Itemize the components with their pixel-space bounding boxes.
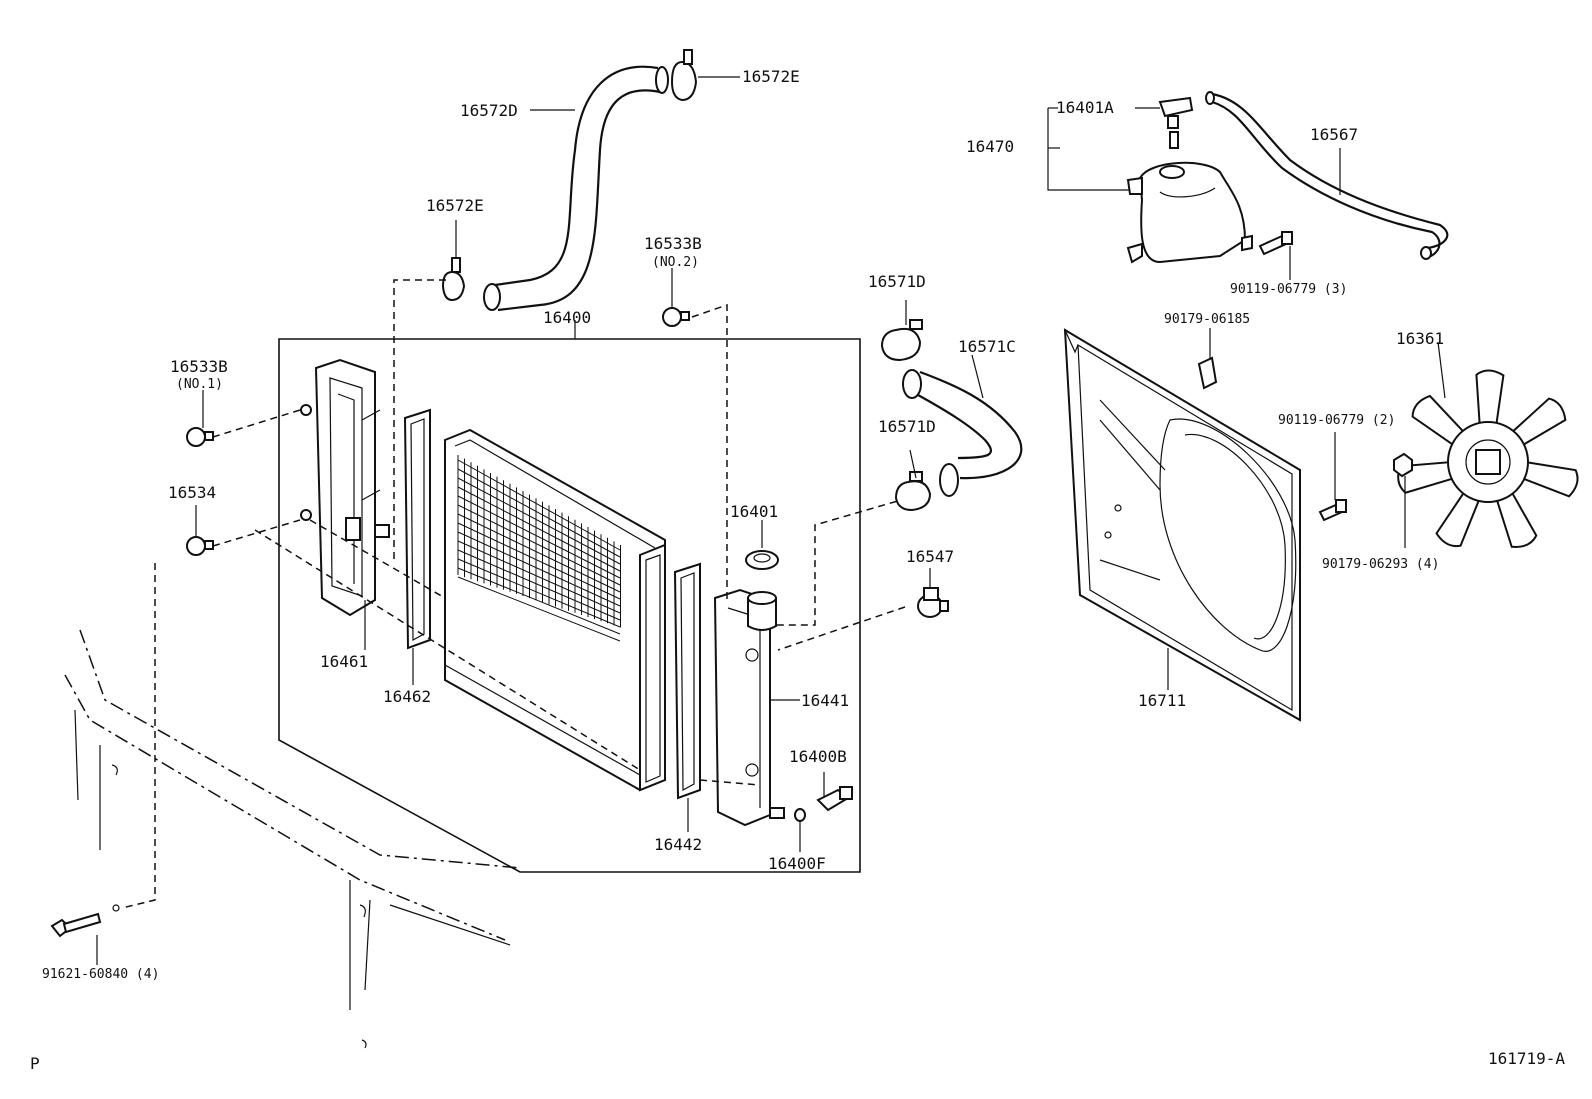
label-16441: 16441 [801, 691, 849, 710]
label-16571D-top: 16571D [868, 272, 926, 291]
radiator-left-tank[interactable] [300, 358, 390, 617]
reservoir-tank[interactable] [1126, 161, 1253, 264]
label-16400F: 16400F [768, 854, 826, 873]
label-16401A: 16401A [1056, 98, 1114, 117]
upper-hose-clamp-top[interactable] [670, 49, 698, 102]
drain-cock-o-ring[interactable] [794, 808, 806, 822]
fan-blade [1495, 490, 1538, 548]
label-16572E-top: 16572E [742, 67, 800, 86]
radiator-drain-plug[interactable] [917, 587, 949, 618]
label-16533B-no2-sub: (NO.2) [652, 255, 699, 270]
fan-nut[interactable] [1393, 452, 1413, 478]
radiator-core[interactable] [444, 428, 666, 792]
radiator-assembly-box [278, 320, 861, 873]
label-91621-60840-4: 91621-60840 (4) [42, 967, 159, 982]
radiator-cap[interactable] [745, 550, 779, 570]
cooling-fan[interactable] [1397, 369, 1579, 548]
label-16572D: 16572D [460, 101, 518, 120]
label-90179-06185: 90179-06185 [1164, 312, 1250, 327]
label-16572E-mid: 16572E [426, 196, 484, 215]
assembly-guide-lines [121, 279, 909, 909]
radiator-lower-cushion[interactable] [186, 536, 214, 556]
lower-hose-clamp-lower[interactable] [894, 471, 932, 512]
label-16470: 16470 [966, 137, 1014, 156]
label-16461: 16461 [320, 652, 368, 671]
fan-blade [1411, 394, 1466, 447]
radiator-support-cushion-no2[interactable] [662, 307, 690, 327]
label-16462: 16462 [383, 687, 431, 706]
radiator-right-tank[interactable] [713, 588, 785, 827]
label-16401: 16401 [730, 502, 778, 521]
drain-cock-plug[interactable] [816, 786, 853, 812]
label-16533B-no1: 16533B [170, 357, 228, 376]
label-16711: 16711 [1138, 691, 1186, 710]
label-16400B: 16400B [789, 747, 847, 766]
label-16567: 16567 [1310, 125, 1358, 144]
label-90119-06779-3: 90119-06779 (3) [1230, 282, 1347, 297]
radiator-left-gasket[interactable] [403, 408, 431, 650]
shroud-clip[interactable] [1197, 356, 1218, 390]
fan-blade [1521, 461, 1579, 498]
radiator-support-cushion-no1[interactable] [186, 427, 214, 447]
label-16534: 16534 [168, 483, 216, 502]
shroud-bolt[interactable] [1318, 499, 1347, 522]
label-90119-06779-2: 90119-06779 (2) [1278, 413, 1395, 428]
label-16400: 16400 [543, 308, 591, 327]
fan-shroud[interactable] [1063, 328, 1301, 722]
label-16533B-no2: 16533B [644, 234, 702, 253]
fan-blade [1435, 490, 1481, 548]
corner-mark: P [30, 1054, 40, 1073]
fan-blade [1475, 369, 1505, 426]
radiator-mounting-bolt[interactable] [50, 904, 120, 938]
upper-radiator-hose[interactable] [483, 65, 669, 312]
label-16361: 16361 [1396, 329, 1444, 348]
reservoir-bolt[interactable] [1258, 231, 1293, 256]
label-16571D-mid: 16571D [878, 417, 936, 436]
vehicle-body-panel [64, 629, 521, 1049]
lower-hose-clamp-top[interactable] [880, 319, 923, 362]
radiator-right-gasket[interactable] [673, 562, 701, 800]
radiator-fins [457, 455, 621, 642]
reservoir-cap[interactable] [1158, 96, 1194, 149]
label-16571C: 16571C [958, 337, 1016, 356]
label-16547: 16547 [906, 547, 954, 566]
upper-hose-clamp-lower[interactable] [441, 257, 466, 302]
lower-radiator-hose[interactable] [902, 369, 1023, 497]
figure-id: 161719-A [1488, 1049, 1565, 1068]
label-16442: 16442 [654, 835, 702, 854]
label-90179-06293-4: 90179-06293 (4) [1322, 557, 1439, 572]
fan-blade [1510, 397, 1567, 447]
label-16533B-no1-sub: (NO.1) [176, 377, 223, 392]
